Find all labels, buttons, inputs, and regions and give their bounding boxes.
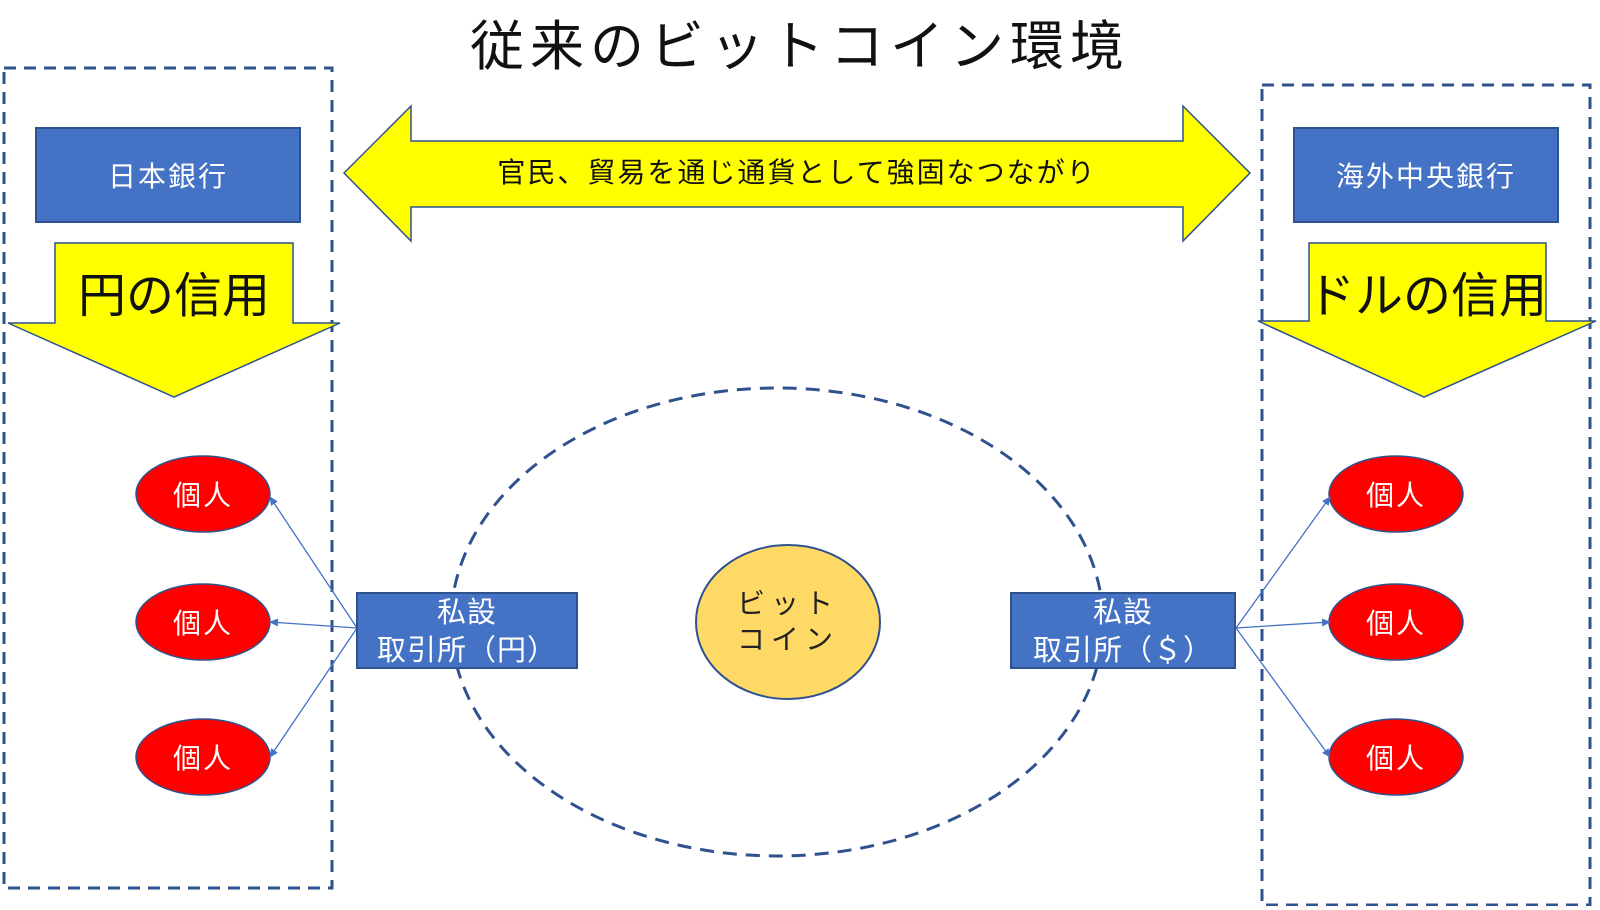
bitcoin-label: ビット コイン: [695, 544, 881, 700]
dollar-exchange-box: 私設 取引所（＄）: [1010, 592, 1236, 669]
right-person-3: 個人: [1365, 742, 1426, 775]
bitcoin-line1: ビット: [736, 587, 839, 620]
yen-exchange-box: 私設 取引所（円）: [356, 592, 578, 669]
right-person-ellipse-1: [1328, 455, 1464, 533]
dollar-exchange-line2: 取引所（＄）: [1032, 632, 1213, 667]
dollar-exchange-line1: 私設: [1092, 594, 1153, 629]
japan-bank-box: 日本銀行: [35, 127, 301, 223]
right-connector-2: [1235, 618, 1331, 629]
right-connector-1: [1235, 496, 1331, 629]
japan-region-border: [2, 66, 334, 890]
left-connector-3: [269, 627, 358, 758]
left-person-1: 個人: [172, 479, 233, 512]
overseas-bank-box: 海外中央銀行: [1293, 127, 1559, 223]
left-person-ellipse-1: [135, 455, 271, 533]
dollar-credit-arrow: [1257, 242, 1597, 398]
connection-double-arrow: [342, 104, 1252, 243]
left-connector-2: [269, 618, 358, 629]
yen-credit-label: 円の信用: [77, 268, 270, 324]
page-title: 従来のビットコイン環境: [470, 15, 1130, 78]
right-person-1: 個人: [1365, 479, 1426, 512]
yen-exchange-line1: 私設: [436, 594, 497, 629]
connection-label: 官民、貿易を通じ通貨として強固なつながり: [497, 156, 1097, 189]
bitcoin-line2: コイン: [736, 623, 839, 656]
left-person-3: 個人: [172, 742, 233, 775]
overseas-region-border: [1260, 83, 1592, 907]
right-person-2: 個人: [1365, 607, 1426, 640]
dollar-credit-label: ドルの信用: [1306, 268, 1547, 324]
bitcoin-ellipse: [695, 544, 881, 700]
yen-exchange-line2: 取引所（円）: [376, 632, 557, 667]
yen-credit-arrow: [7, 242, 341, 398]
left-connector-1: [269, 496, 358, 629]
left-person-2: 個人: [172, 607, 233, 640]
right-connector-3: [1235, 627, 1331, 758]
